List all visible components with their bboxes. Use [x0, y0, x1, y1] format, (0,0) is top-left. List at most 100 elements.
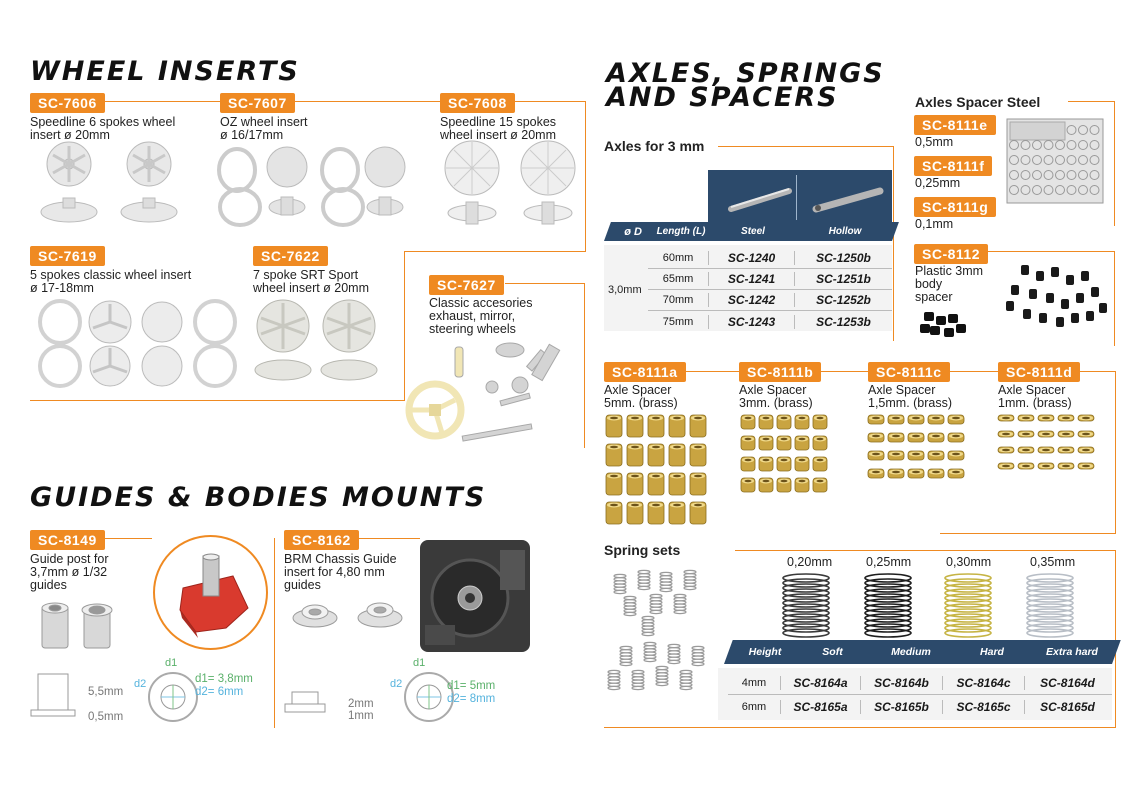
- axle-steel-code: SC-1240: [708, 251, 794, 265]
- spring-code: SC-8165c: [942, 699, 1024, 714]
- steel-frame-top: [1068, 101, 1115, 102]
- product-code-sc-7608: SC-7608: [440, 93, 515, 113]
- axles-table-body: [604, 245, 892, 331]
- brass-frame-bottom: [940, 533, 1116, 534]
- desc-line: OZ wheel insert: [220, 115, 308, 129]
- red-guide-post-icon: [179, 553, 249, 638]
- accessory-frame-right: [584, 283, 585, 448]
- table-row: 65mm SC-1241 SC-1251b: [648, 269, 892, 290]
- col-soft: Soft: [822, 646, 843, 658]
- desc-line: insert for 4,80 mm: [284, 565, 385, 579]
- table-row: 60mm SC-1240 SC-1250b: [648, 248, 892, 269]
- col-hard: Hard: [980, 646, 1004, 658]
- product-code-sc-7619: SC-7619: [30, 246, 105, 266]
- spring-code: SC-8164b: [860, 676, 942, 690]
- axles-frame-right: [893, 146, 894, 341]
- desc-line: insert ø 20mm: [30, 128, 110, 142]
- product-code-sc-8111b: SC-8111b: [739, 362, 822, 382]
- product-code-sc-7627: SC-7627: [429, 275, 504, 295]
- steel-frame-right: [1114, 101, 1115, 226]
- guide-post-image: [41, 602, 113, 649]
- axle-steel-code: SC-1243: [708, 314, 794, 329]
- desc-line: Speedline 6 spokes wheel: [30, 115, 176, 129]
- desc-line: Speedline 15 spokes: [440, 115, 557, 129]
- wheel-frame-top: [100, 101, 586, 102]
- d2-label: d2: [134, 678, 147, 690]
- spring-sets-subtitle: Spring sets: [604, 542, 681, 558]
- desc-line: ø 17-18mm: [30, 281, 94, 295]
- guides-title: GUIDES & BODIES MOUNTS: [30, 482, 487, 513]
- desc-line: 7 spoke SRT Sport: [253, 268, 359, 282]
- axle-diameter-value: 3,0mm: [608, 284, 642, 296]
- brass-frame-top: [604, 371, 1116, 372]
- product-code-sc-8111f: SC-8111f: [914, 156, 993, 176]
- steel-spacer-subtitle: Axles Spacer Steel: [915, 94, 1041, 110]
- hollow-axle-icon: [812, 187, 884, 213]
- wire-size: 0,25mm: [866, 555, 912, 569]
- table-row: 6mm SC-8165a SC-8165b SC-8165c SC-8165d: [728, 695, 1112, 718]
- brass-spacer-1mm-image: [997, 414, 1095, 470]
- col-medium: Medium: [891, 646, 931, 658]
- brass-spacer-5mm-image: [605, 414, 707, 525]
- product-code-sc-8111a: SC-8111a: [604, 362, 686, 382]
- product-desc: 5 spokes classic wheel insert ø 17-18mm: [30, 269, 191, 295]
- spring-frame-right: [1115, 550, 1116, 728]
- wheel-insert-image: [254, 299, 378, 381]
- dimension-base: 0,5mm: [88, 711, 124, 723]
- axle-hollow-code: SC-1253b: [794, 314, 892, 329]
- spacer-size: 0,1mm: [915, 217, 954, 231]
- desc-line: Axle Spacer: [998, 383, 1066, 397]
- desc-line: ø 16/17mm: [220, 128, 284, 142]
- spring-code: SC-8164c: [942, 676, 1024, 690]
- col-height: Height: [748, 646, 782, 658]
- product-desc: Classic accesories exhaust, mirror, stee…: [429, 297, 533, 336]
- wire-size: 0,20mm: [787, 555, 833, 569]
- axle-hollow-code: SC-1252b: [794, 293, 892, 307]
- plastic-spacer-image: [920, 265, 1107, 337]
- desc-line: guides: [30, 578, 67, 592]
- product-desc: OZ wheel insert ø 16/17mm: [220, 116, 308, 142]
- wheel-insert-image: [444, 140, 576, 225]
- product-code-sc-8111d: SC-8111d: [998, 362, 1081, 382]
- spring-table-header-row: Height Soft Medium Hard Extra hard: [735, 640, 1112, 664]
- axle-steel-code: SC-1241: [708, 272, 794, 286]
- axle-length: 70mm: [662, 294, 694, 306]
- desc-line: 5 spokes classic wheel insert: [30, 268, 192, 282]
- axle-rows: 60mm SC-1240 SC-1250b 65mm SC-1241 SC-12…: [648, 248, 892, 332]
- axle-length: 65mm: [662, 273, 694, 285]
- table-row: 75mm SC-1243 SC-1253b: [648, 311, 892, 332]
- accessories-image: [405, 342, 561, 442]
- axle-length: 75mm: [662, 315, 694, 328]
- plastic-frame-top: [988, 251, 1115, 252]
- spacer-size: 0,25mm: [915, 176, 961, 190]
- col-length: Length (L): [656, 226, 706, 237]
- d1-value: d1= 5mm: [447, 680, 496, 692]
- steel-spacer-sheet-image: [1006, 118, 1104, 204]
- product-desc: Speedline 15 spokes wheel insert ø 20mm: [440, 116, 556, 142]
- steel-axle-icon: [728, 188, 792, 212]
- guide1-frame-top: [100, 538, 152, 539]
- axles-title: AXLES, SPRINGS AND SPACERS: [606, 60, 885, 111]
- axles-3mm-subtitle: Axles for 3 mm: [604, 138, 705, 154]
- wheel-insert-image: [40, 141, 178, 223]
- product-desc: 7 spoke SRT Sport wheel insert ø 20mm: [253, 269, 369, 295]
- product-desc: Guide post for 3,7mm ø 1/32 guides: [30, 553, 109, 592]
- guide2-frame-top: [355, 538, 420, 539]
- spring-height: 6mm: [741, 700, 767, 713]
- product-desc: Speedline 6 spokes wheel insert ø 20mm: [30, 116, 175, 142]
- product-desc: Axle Spacer 1,5mm. (brass): [868, 384, 952, 410]
- product-code-sc-8111g: SC-8111g: [914, 197, 997, 217]
- d1-label: d1: [413, 657, 426, 669]
- product-desc: Axle Spacer 3mm. (brass): [739, 384, 813, 410]
- desc-line: 3,7mm ø 1/32: [30, 565, 108, 579]
- spring-frame-bottom: [604, 727, 1116, 728]
- brass-spacer-3mm-image: [740, 414, 828, 493]
- axles-header-divider: [796, 175, 797, 220]
- plastic-frame-right: [1114, 251, 1115, 346]
- wheel-frame-left-mid: [404, 251, 405, 401]
- brm-guide-image: [292, 602, 403, 628]
- product-desc: BRM Chassis Guide insert for 4,80 mm gui…: [284, 553, 397, 592]
- dimension-base: 1mm: [348, 710, 374, 722]
- product-code-sc-8162: SC-8162: [284, 530, 359, 550]
- product-desc: Axle Spacer 5mm. (brass): [604, 384, 678, 410]
